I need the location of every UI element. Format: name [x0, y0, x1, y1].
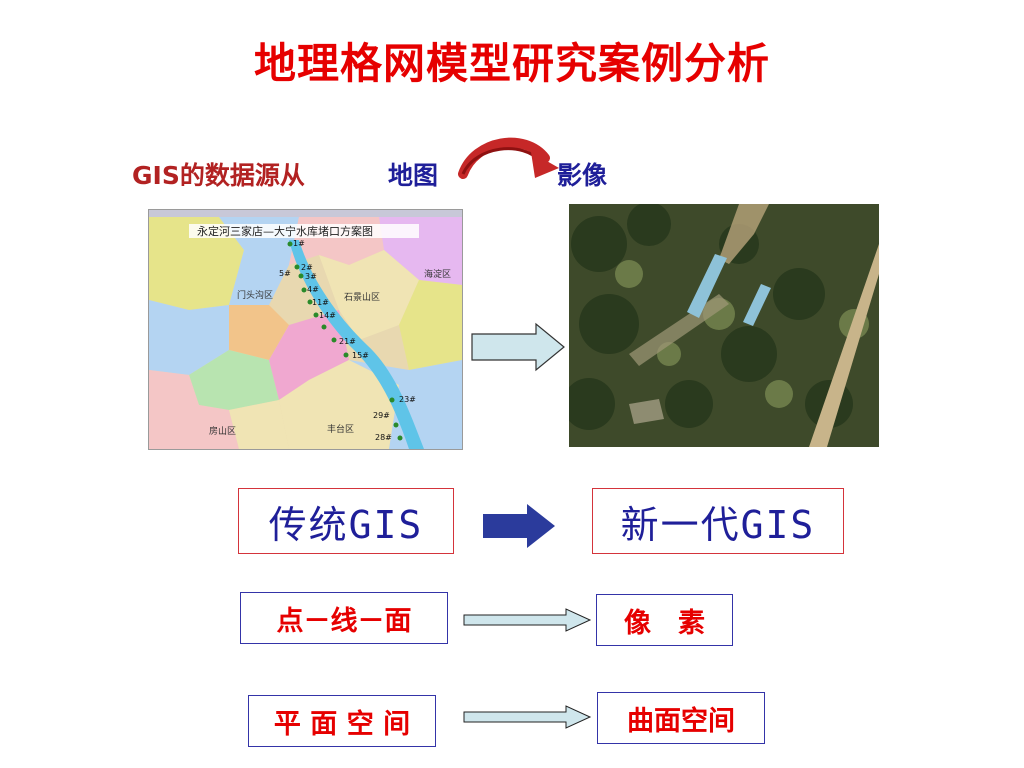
plane-space-box: 平 面 空 间	[248, 695, 436, 747]
map-point-4: 4#	[307, 285, 319, 294]
point-line-area-box: 点－线－面	[240, 592, 448, 644]
map-point-23: 23#	[399, 395, 416, 404]
map-point-14: 14#	[319, 311, 336, 320]
map-point-29: 29#	[373, 411, 390, 420]
map-point-11: 11#	[312, 298, 329, 307]
map-point-15: 15#	[352, 351, 369, 360]
map-drawing: 永定河三家店—大宁水库堵口方案图 1# 2# 3# 5# 4# 11# 14# …	[149, 210, 462, 449]
curved-space-box: 曲面空间	[597, 692, 765, 744]
pixel-label: 像 素	[624, 607, 705, 639]
district-map-image: 永定河三家店—大宁水库堵口方案图 1# 2# 3# 5# 4# 11# 14# …	[148, 209, 463, 450]
new-gis-box: 新一代GIS	[592, 488, 844, 554]
map-point-2: 2#	[301, 263, 313, 272]
point-line-area-label: 点－线－面	[276, 605, 412, 637]
pixel-box: 像 素	[596, 594, 733, 646]
slide-title: 地理格网模型研究案例分析	[253, 39, 770, 88]
block-arrow-icon	[471, 322, 565, 372]
bold-arrow-icon	[483, 504, 555, 548]
thin-arrow-icon	[463, 705, 592, 729]
source-label: GIS的数据源从	[132, 161, 305, 190]
map-title-text: 永定河三家店—大宁水库堵口方案图	[197, 224, 373, 238]
curved-space-label: 曲面空间	[627, 705, 735, 737]
map-label: 地图	[388, 161, 439, 190]
thin-arrow-icon	[463, 608, 592, 632]
new-gis-label: 新一代GIS	[620, 502, 816, 547]
map-point-1: 1#	[293, 239, 305, 248]
district-shijingshan: 石景山区	[344, 292, 380, 303]
image-label: 影像	[557, 161, 608, 190]
traditional-gis-label: 传统GIS	[268, 502, 424, 547]
traditional-gis-box: 传统GIS	[238, 488, 454, 554]
satellite-drawing	[569, 204, 879, 447]
map-point-28: 28#	[375, 433, 392, 442]
district-fengtai: 丰台区	[327, 423, 354, 435]
plane-space-label: 平 面 空 间	[273, 708, 411, 740]
map-point-3: 3#	[305, 272, 317, 281]
district-fangshan: 房山区	[209, 425, 236, 437]
district-mentougou: 门头沟区	[237, 289, 273, 301]
satellite-image	[569, 204, 879, 447]
district-haidian: 海淀区	[424, 268, 451, 280]
map-point-5: 5#	[279, 269, 291, 278]
map-point-21: 21#	[339, 337, 356, 346]
curved-arrow-icon	[458, 137, 559, 179]
